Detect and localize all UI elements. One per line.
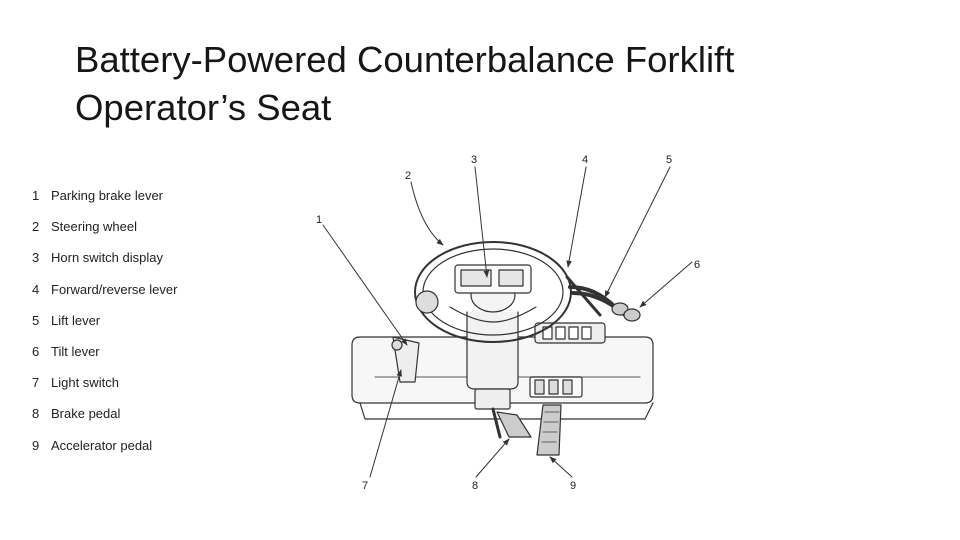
slide-title: Battery-Powered Counterbalance Forklift … [75, 36, 734, 132]
callout-9: 9 [570, 480, 576, 492]
direction-lever [565, 275, 602, 317]
horn-display [454, 264, 532, 294]
switch-bank [534, 322, 606, 344]
legend-number: 8 [32, 406, 40, 422]
callout-6: 6 [694, 259, 700, 271]
title-line-2: Operator’s Seat [75, 87, 332, 128]
callout-3: 3 [471, 154, 477, 166]
diagram-svg: 1 2 3 4 5 6 7 8 9 [316, 154, 700, 492]
legend-label: Light switch [51, 375, 119, 391]
legend-label: Forward/reverse lever [51, 281, 178, 297]
legend-number: 1 [32, 188, 40, 203]
callout-7: 7 [362, 480, 368, 492]
callout-8: 8 [472, 480, 478, 492]
parts-legend: 1 Parking brake lever 2 Steering wheel 3 Ho… [32, 186, 177, 467]
legend-item: 3 Horn switch display [32, 248, 177, 279]
legend-number: 5 [32, 312, 40, 328]
legend-item: 4 Forward/reverse lever [32, 280, 177, 311]
steering-column [466, 311, 519, 410]
legend-item: 5 Lift lever [32, 311, 177, 342]
legend-number: 6 [32, 343, 40, 359]
legend-number: 4 [32, 281, 40, 297]
forklift-controls-diagram: 1 2 3 4 5 6 7 8 9 [175, 137, 750, 500]
callout-1: 1 [316, 214, 322, 226]
legend-item: 2 Steering wheel [32, 217, 177, 248]
legend-number: 9 [32, 437, 40, 453]
legend-label: Lift lever [51, 312, 101, 328]
legend-item: 1 Parking brake lever [32, 186, 177, 217]
light-switch-panel [529, 376, 583, 398]
legend-label: Accelerator pedal [51, 437, 153, 453]
legend-label: Steering wheel [51, 219, 137, 235]
legend-label: Horn switch display [51, 250, 163, 266]
brake-pedal [491, 407, 532, 439]
legend-number: 2 [32, 219, 40, 235]
title-line-1: Battery-Powered Counterbalance Forklift [75, 39, 735, 80]
legend-label: Parking brake lever [51, 188, 163, 203]
accelerator-pedal [536, 404, 562, 456]
legend-item: 9 Accelerator pedal [32, 436, 177, 467]
legend-item: 6 Tilt lever [32, 342, 177, 373]
legend-item: 8 Brake pedal [32, 404, 177, 435]
steering-knob [415, 290, 439, 314]
callout-leaders [322, 166, 693, 478]
callout-5: 5 [666, 154, 672, 166]
legend-number: 7 [32, 375, 40, 391]
legend-number: 3 [32, 250, 40, 266]
callout-2: 2 [405, 170, 411, 182]
callout-4: 4 [582, 154, 588, 166]
hydraulic-levers [568, 285, 641, 322]
legend-item: 7 Light switch [32, 373, 177, 404]
legend-label: Tilt lever [51, 343, 100, 359]
legend-label: Brake pedal [51, 406, 121, 422]
